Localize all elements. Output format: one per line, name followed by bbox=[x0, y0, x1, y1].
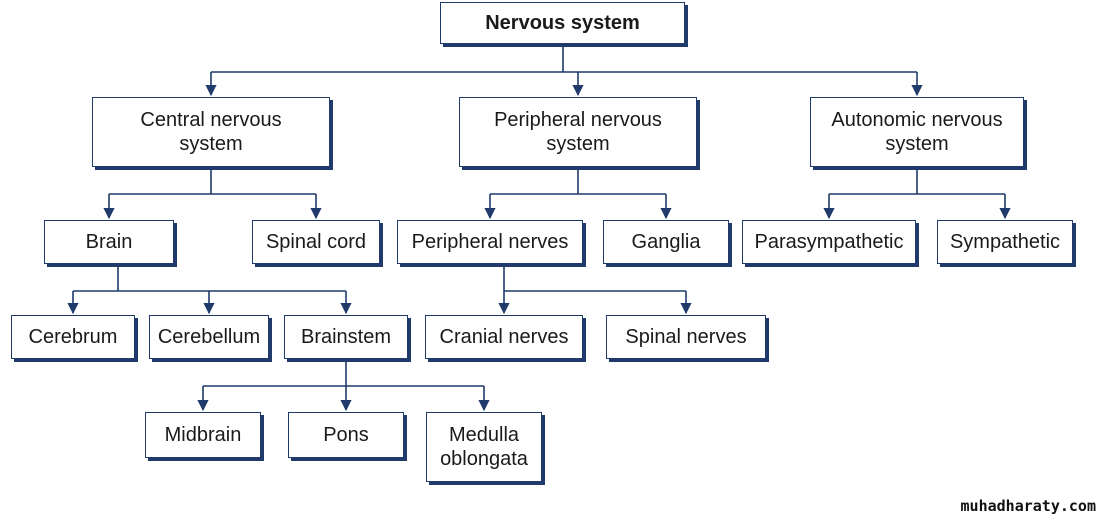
node-sympathetic: Sympathetic bbox=[937, 220, 1073, 264]
node-pons: Pons bbox=[288, 412, 404, 458]
node-nervous-system: Nervous system bbox=[440, 2, 685, 44]
node-spinal-nerves: Spinal nerves bbox=[606, 315, 766, 359]
node-brainstem: Brainstem bbox=[284, 315, 408, 359]
node-autonomic-nervous-system: Autonomic nervous system bbox=[810, 97, 1024, 167]
node-brain: Brain bbox=[44, 220, 174, 264]
node-central-nervous-system: Central nervous system bbox=[92, 97, 330, 167]
connector-cns-bus bbox=[109, 167, 316, 195]
node-parasympathetic: Parasympathetic bbox=[742, 220, 916, 264]
node-cranial-nerves: Cranial nerves bbox=[425, 315, 583, 359]
connector-pns-bus bbox=[490, 167, 666, 195]
node-midbrain: Midbrain bbox=[145, 412, 261, 458]
connector-brain-bus bbox=[73, 264, 346, 292]
node-cerebellum: Cerebellum bbox=[149, 315, 269, 359]
connector-peripheral-nerves-bus bbox=[503, 264, 686, 292]
connector-brainstem-bus bbox=[203, 359, 484, 387]
node-ganglia: Ganglia bbox=[603, 220, 729, 264]
node-spinal-cord: Spinal cord bbox=[252, 220, 380, 264]
watermark: muhadharaty.com bbox=[960, 497, 1096, 515]
node-peripheral-nerves: Peripheral nerves bbox=[397, 220, 583, 264]
connector-ans-bus bbox=[829, 167, 1005, 195]
connector-root-bus bbox=[211, 45, 917, 73]
node-peripheral-nervous-system: Peripheral nervous system bbox=[459, 97, 697, 167]
node-cerebrum: Cerebrum bbox=[11, 315, 135, 359]
node-medulla-oblongata: Medulla oblongata bbox=[426, 412, 542, 482]
